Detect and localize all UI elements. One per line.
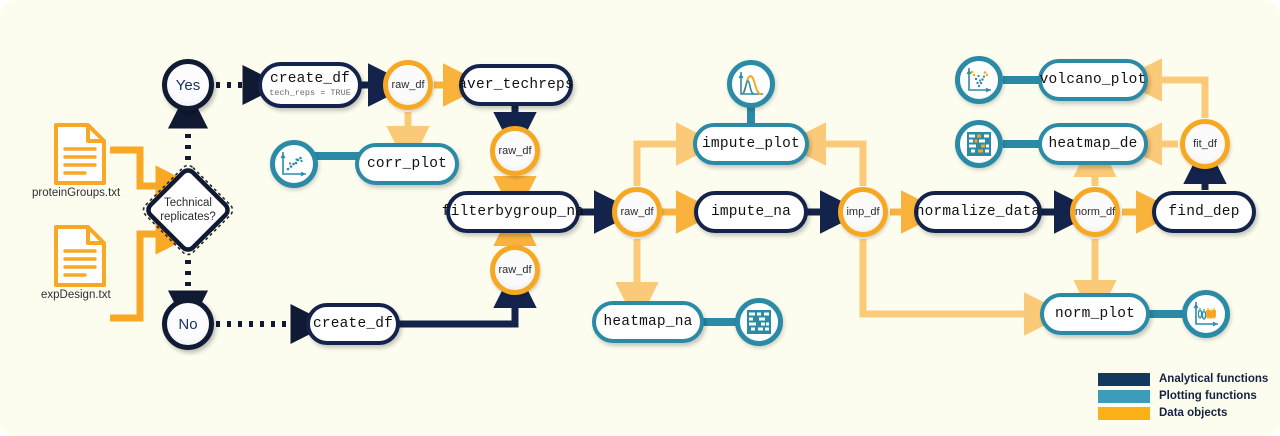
legend-label-analytical: Analytical functions	[1159, 373, 1269, 385]
node-find-dep-label: find_dep	[1168, 204, 1240, 220]
data-object-raw-df-2-label: raw_df	[498, 145, 532, 157]
legend-label-plotting: Plotting functions	[1159, 390, 1257, 402]
node-impute-plot-label: impute_plot	[702, 136, 800, 152]
node-norm-plot[interactable]: norm_plot	[1040, 293, 1150, 335]
file-icon-proteingroups	[52, 122, 108, 191]
legend-item-plotting: Plotting functions	[1098, 389, 1268, 403]
density-curve-icon	[727, 60, 775, 108]
legend-item-analytical: Analytical functions	[1098, 372, 1268, 386]
node-volcano-plot[interactable]: volcano_plot	[1038, 59, 1148, 101]
edge-createdf-to-rawdf4	[398, 264, 537, 328]
edge-expdesign-to-decision	[110, 213, 197, 322]
volcano-scatter-icon	[955, 56, 1003, 104]
data-object-raw-df-4-label: raw_df	[498, 264, 532, 276]
boxplot-icon	[1182, 290, 1230, 338]
data-object-raw-df-2[interactable]: raw_df	[490, 126, 540, 176]
data-object-raw-df-1-label: raw_df	[391, 79, 425, 91]
data-object-raw-df-3[interactable]: raw_df	[612, 187, 662, 237]
connector-corrplot-icon	[303, 152, 365, 160]
legend-swatch-plotting	[1098, 389, 1150, 403]
scatter-trend-icon	[270, 140, 318, 188]
connector-heatmapde-icon	[1003, 140, 1047, 148]
node-create-df-tech[interactable]: create_df tech_reps = TRUE	[258, 62, 362, 108]
node-create-df-tech-label: create_df	[269, 71, 351, 88]
node-filterbygroup-na-label: filterbygroup_na	[441, 204, 585, 220]
edge-fitdf-to-volcanoplot	[1118, 58, 1209, 118]
heatmap-grid-icon	[955, 120, 1003, 168]
node-heatmap-na-label: heatmap_na	[603, 314, 693, 330]
node-corr-plot-label: corr_plot	[366, 156, 448, 172]
connector-heatmapna-icon	[700, 318, 744, 326]
legend: Analytical functions Plotting functions …	[1098, 372, 1268, 423]
data-object-raw-df-1[interactable]: raw_df	[383, 60, 433, 110]
file-icon-expdesign	[52, 224, 108, 293]
decision-yes-label: Yes	[175, 76, 201, 94]
connector-imputeplot-icon	[747, 104, 755, 130]
node-find-dep[interactable]: find_dep	[1152, 191, 1256, 233]
edge-impdf-to-imputeplot	[782, 122, 867, 186]
node-filterbygroup-na[interactable]: filterbygroup_na	[442, 191, 584, 233]
node-impute-na[interactable]: impute_na	[694, 191, 808, 233]
node-aver-techreps[interactable]: aver_techreps	[458, 64, 574, 106]
data-object-raw-df-4[interactable]: raw_df	[490, 245, 540, 295]
decision-no-label: No	[178, 315, 198, 333]
node-normalize-data[interactable]: normalize_data	[914, 191, 1042, 233]
decision-yes-node[interactable]: Yes	[162, 59, 214, 111]
edge-proteingroups-to-decision	[110, 146, 197, 207]
edge-rawdf3-to-imputeplot	[633, 122, 720, 186]
node-normalize-data-label: normalize_data	[915, 204, 1041, 220]
node-heatmap-na[interactable]: heatmap_na	[592, 301, 704, 343]
connector-volcanoplot-icon	[1003, 76, 1047, 84]
data-object-imp-df[interactable]: imp_df	[838, 187, 888, 237]
node-impute-na-label: impute_na	[710, 204, 792, 220]
data-object-imp-df-label: imp_df	[846, 206, 880, 218]
node-aver-techreps-label: aver_techreps	[458, 77, 574, 93]
data-object-norm-df[interactable]: norm_df	[1070, 187, 1120, 237]
legend-item-data-objects: Data objects	[1098, 406, 1268, 420]
node-volcano-plot-label: volcano_plot	[1039, 72, 1147, 88]
node-corr-plot[interactable]: corr_plot	[355, 143, 459, 185]
connector-normplot-icon	[1148, 310, 1188, 318]
node-norm-plot-label: norm_plot	[1054, 306, 1136, 322]
edge-impdf-to-normplot	[859, 239, 1068, 336]
node-create-df-tech-sub: tech_reps = TRUE	[269, 87, 351, 98]
node-create-df-label: create_df	[312, 316, 394, 332]
node-heatmap-de-label: heatmap_de	[1048, 136, 1138, 152]
legend-swatch-data-objects	[1098, 406, 1150, 420]
data-object-fit-df-label: fit_df	[1193, 138, 1217, 150]
data-object-norm-df-label: norm_df	[1074, 206, 1116, 218]
heatmap-grid-icon	[735, 298, 783, 346]
legend-swatch-analytical	[1098, 372, 1150, 386]
data-object-fit-df[interactable]: fit_df	[1180, 119, 1230, 169]
node-create-df[interactable]: create_df	[306, 303, 400, 345]
decision-no-node[interactable]: No	[162, 298, 214, 350]
node-heatmap-de[interactable]: heatmap_de	[1038, 123, 1148, 165]
file-label-proteingroups: proteinGroups.txt	[32, 187, 121, 199]
decision-diamond[interactable]: Technical replicates?	[132, 154, 244, 266]
file-label-expdesign: expDesign.txt	[41, 289, 111, 301]
node-impute-plot[interactable]: impute_plot	[693, 123, 809, 165]
legend-label-data-objects: Data objects	[1159, 407, 1228, 419]
data-object-raw-df-3-label: raw_df	[620, 206, 654, 218]
